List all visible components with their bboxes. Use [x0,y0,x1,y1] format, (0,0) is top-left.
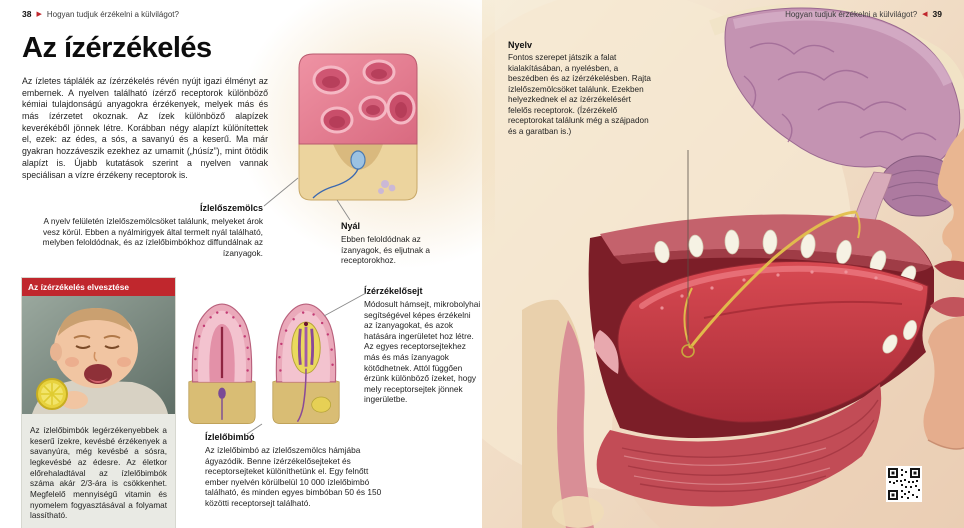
callout-nyal: Nyál Ebben feloldódnak az ízanyagok, és … [341,221,451,266]
upper-teeth [654,229,917,287]
arrow-left-icon: ◀ [922,10,928,18]
mouth-anatomy-illustration [392,0,964,528]
callout-izerzekelosejt: Ízérzékelősejt Módosult hámsejt, mikrobo… [364,286,481,406]
callout-izleloszemolcs-text: A nyelv felületén ízlelőszemölcsöket tal… [42,216,263,258]
callout-nyelv-text: Fontos szerepet játszik a falat kialakít… [508,53,651,136]
brain-illustration [724,7,961,253]
upper-lip [934,260,964,280]
callout-izlelobimbo-title: Ízlelőbimbó [205,432,255,442]
tongue-marker-circle [681,344,695,358]
arrow-right-icon: ▶ [36,10,42,18]
page-title: Az ízérzékelés [22,32,212,64]
callout-nyal-title: Nyál [341,221,361,231]
loss-of-taste-box: Az ízérzékelés elvesztése [22,278,175,528]
page-number-left: 38 [22,9,32,19]
taste-pore [303,321,309,327]
gland [311,396,332,413]
tongue-illustration [617,261,929,423]
intro-paragraph: Az ízletes táplálék az ízérzékelés révén… [22,76,268,180]
taste-bud-blue [350,150,366,170]
running-title-left: Hogyan tudjuk érzékelni a külvilágot? [46,9,179,19]
chin [923,316,964,449]
callout-nyelv: Nyelv Fontos szerepet játszik a falat ki… [508,40,656,137]
lower-lip [930,297,964,317]
callout-izlelobimbo-text: Az ízlelőbimbó az ízlelőszemölcs hámjába… [205,445,382,509]
salivary-gland [378,180,396,194]
papilla-section-illustration [188,303,256,424]
nerve-fiber-blue [312,168,359,199]
epithel-cells [194,311,250,372]
loss-box-title: Az ízérzékelés elvesztése [22,278,175,296]
neuron-cell [218,387,226,399]
taste-papilla-block-figure [293,48,423,211]
loss-box-text: Az ízlelőbimbók legérzékenyebbek a keser… [30,426,167,521]
face-profile [882,128,964,450]
baby-sour-face-photo [22,296,175,414]
qr-code [886,466,922,502]
callout-izerzekelosejt-title: Ízérzékelősejt [364,286,423,296]
callout-izleloszemolcs: Ízlelőszemölcs A nyelv felületén ízlelős… [25,203,263,258]
page-number-right: 39 [932,9,942,19]
header-left: 38 ▶ Hogyan tudjuk érzékelni a külvilágo… [22,9,179,19]
callout-nyelv-title: Nyelv [508,40,533,50]
lower-teeth [882,320,917,354]
tongue-muscles [596,384,882,507]
taste-papilla-block-illustration [298,53,418,201]
papilla-cross-sections-figure [185,291,343,431]
callout-izerzekelosejt-text: Módosult hámsejt, mikrobolyhai segítségé… [364,299,481,405]
callout-nyal-text: Ebben feloldódnak az ízanyagok, és eljut… [341,234,431,266]
callout-izlelobimbo: Ízlelőbimbó Az ízlelőbimbó az ízlelőszem… [205,432,385,509]
running-title-right: Hogyan tudjuk érzékelni a külvilágot? [785,9,918,19]
header-right: Hogyan tudjuk érzékelni a külvilágot? ◀ … [785,9,942,19]
pharynx [522,299,619,528]
taste-bud-section-illustration [272,303,340,424]
mouth-anatomy-figure [392,0,964,528]
callout-izleloszemolcs-title: Ízlelőszemölcs [199,203,263,213]
lemon-slice [36,378,68,410]
